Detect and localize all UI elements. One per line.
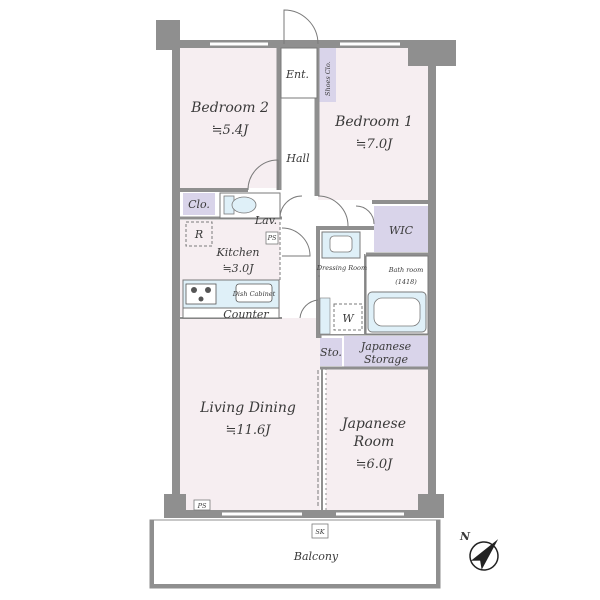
washer-label: W [342,312,355,325]
kitchen-label: Kitchen [216,246,260,259]
balcony-rail-bottom [150,584,440,588]
bathroom-detail: (1418) [395,278,417,286]
bedroom2-label: Bedroom 2 [190,100,269,116]
wic-area [374,206,428,252]
storage-label: Sto. [320,346,342,359]
bedroom1-size: ≒7.0J [356,137,394,152]
bathtub-inner [373,297,421,327]
living-dining-area [180,318,320,510]
closet-label: Clo. [188,198,210,211]
storage-area [320,338,342,366]
balcony-rail-left [150,520,154,588]
balcony-structure [149,499,441,589]
air-conditioner-label: SK [315,528,325,536]
storage-fills [183,48,428,368]
japanese-room-area [326,368,430,510]
counter-label: Counter [223,308,269,321]
pipe-space-label: PS [267,234,277,242]
meter-box [193,499,211,511]
bathroom-label: Bath room [388,266,424,274]
shoes-closet-label: Shoes Clo. [324,61,332,96]
pipe-space-box [265,231,279,245]
door-wic [355,205,375,225]
living-dining-size: ≒11.6J [225,423,271,438]
entrance-label: Ent. [285,68,309,81]
closet-area [183,193,215,215]
bedroom1-label: Bedroom 1 [334,114,413,130]
kitchen-size: ≒3.0J [222,262,254,275]
windows [210,42,404,516]
bath-fixtures [319,230,429,335]
compass-label: N [459,530,471,543]
counter-base [182,307,280,319]
toilet-bowl [231,196,257,214]
door-bedroom1 [317,195,349,227]
bedroom1-area [318,48,430,200]
refrigerator-label: R [194,228,203,241]
kitchen-fixtures [182,221,281,319]
balcony-label: Balcony [293,550,339,563]
washer-box [333,303,363,331]
door-bedroom2 [247,159,279,191]
compass [469,539,499,571]
door-kitchen [281,227,311,257]
dishwasher-label: Dish Cabinet [232,290,276,298]
burner-1 [191,287,197,293]
meter-space-label: PS [197,502,207,510]
hall-label: Hall [285,152,310,165]
balcony-rail-right [436,520,440,588]
ac-unit-box [311,523,329,539]
washbasin-bowl [329,235,353,253]
lavatory-fixtures [219,192,281,245]
bedroom2-area [180,48,278,188]
burner-3 [198,296,204,302]
entrance-door [280,9,319,99]
labels: Ent. Shoes Clo. Bedroom 2 ≒5.4J Bedroom … [188,61,471,563]
shoes-closet-area [318,48,336,102]
burner-2 [205,287,211,293]
wic-label: WIC [389,224,414,237]
sink [235,283,273,303]
entrance-floor [280,47,318,99]
refrigerator-box [185,221,213,247]
lavatory-label: Lav. [254,214,277,227]
bedroom2-size: ≒5.4J [212,123,250,138]
japanese-room-size: ≒6.0J [356,457,394,472]
dressing-room-label: Dressing Room [316,264,367,272]
living-dining-label: Living Dining [199,400,296,416]
entrance-door-swing [283,9,319,45]
japanese-storage-area [344,336,428,368]
compass-needle [470,539,499,570]
door-living [299,299,319,319]
shelf-strip [319,297,331,335]
